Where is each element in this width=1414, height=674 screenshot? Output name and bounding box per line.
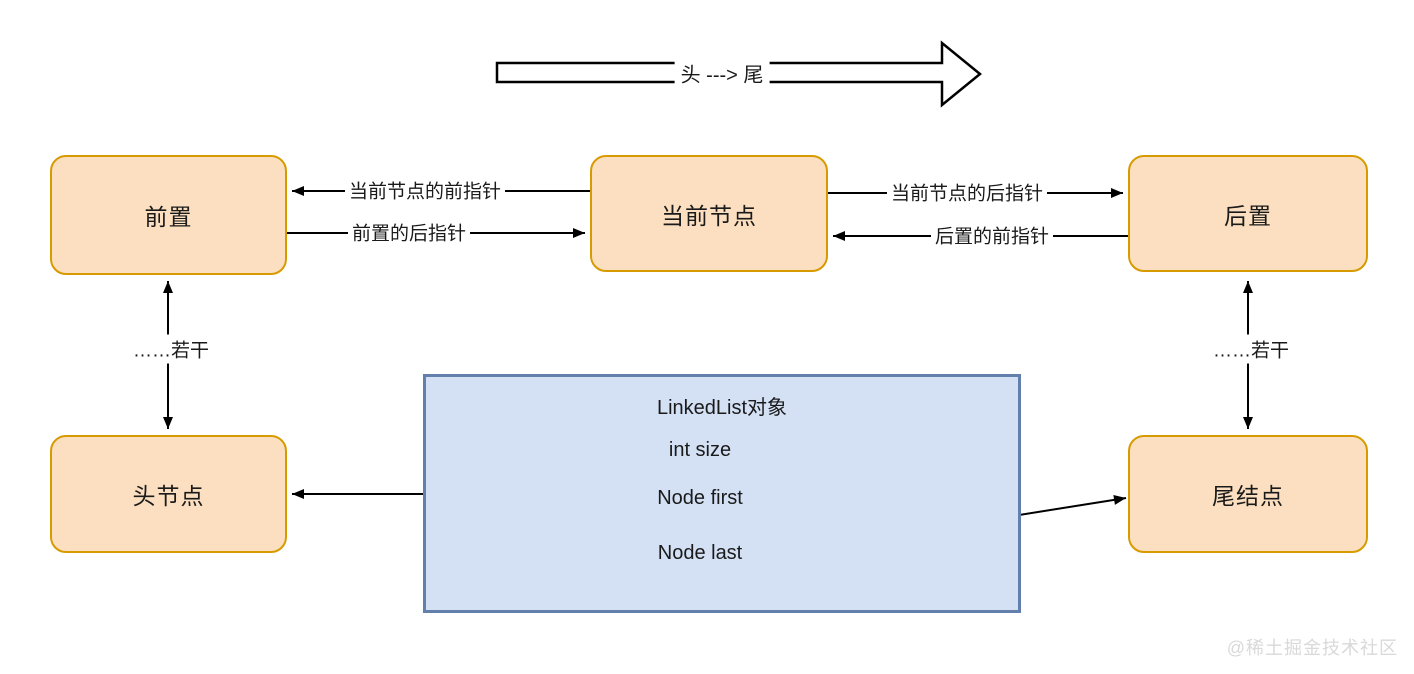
node-next-label: 后置 [1224, 202, 1272, 229]
label-right-ellipsis: ……若干 [1208, 334, 1294, 364]
watermark: @稀土掘金技术社区 [1226, 638, 1398, 658]
linkedlist-object-title: LinkedList对象 [656, 397, 788, 419]
label-current-to-prev: 当前节点的前指针 [344, 175, 506, 205]
node-head: 头节点 [50, 435, 287, 553]
node-current: 当前节点 [590, 155, 828, 272]
node-prev-label: 前置 [144, 204, 193, 230]
node-next: 后置 [1128, 155, 1368, 272]
label-current-to-next: 当前节点的后指针 [886, 177, 1048, 207]
label-next-to-current: 后置的前指针 [930, 220, 1054, 250]
node-current-label: 当前节点 [661, 202, 757, 229]
label-left-ellipsis: ……若干 [128, 334, 214, 364]
node-tail-label: 尾结点 [1212, 483, 1284, 509]
label-prev-to-current: 前置的后指针 [347, 217, 471, 247]
field-node-last: Node last [657, 542, 743, 564]
node-head-label: 头节点 [132, 483, 205, 509]
direction-arrow-label: 头 ---> 尾 [674, 57, 770, 89]
field-int-size: int size [668, 439, 732, 461]
node-prev: 前置 [50, 155, 287, 275]
linkedlist-object-box: LinkedList对象 int size Node first Node la… [423, 374, 1021, 613]
node-tail: 尾结点 [1128, 435, 1368, 553]
field-node-first: Node first [657, 487, 743, 509]
